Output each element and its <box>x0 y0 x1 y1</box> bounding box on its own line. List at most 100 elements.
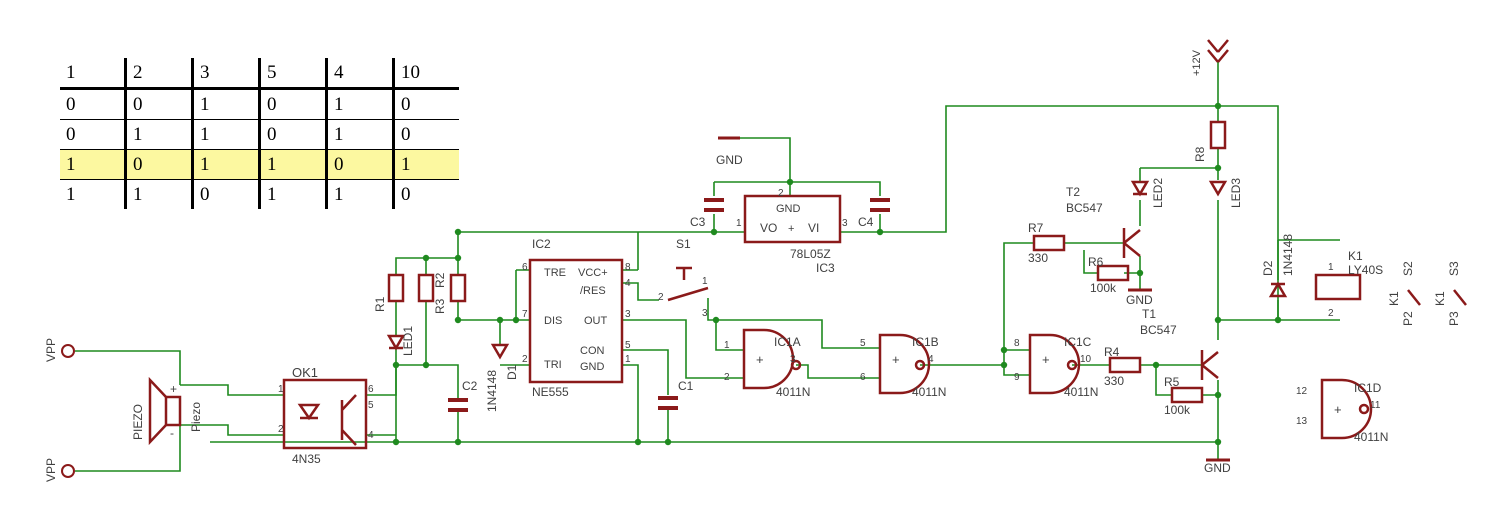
wire-t2 <box>1064 242 1141 290</box>
truth-table-cell: 0 <box>191 179 260 209</box>
label-k1-ref: K1 <box>1348 249 1363 263</box>
junction-dot <box>1000 361 1008 369</box>
label-ok1-p5: 5 <box>368 400 374 411</box>
label-ic2-p2: 2 <box>522 354 528 365</box>
truth-table-cell: 0 <box>124 88 193 120</box>
label-ic1b-p6: 6 <box>860 372 866 383</box>
label-vpp-top: VPP <box>44 338 58 362</box>
label-ic3-val: 78L05Z <box>790 247 831 261</box>
label-ic2-vcc: VCC+ <box>578 267 608 279</box>
label-ic1a-p3: 3 <box>790 354 796 365</box>
label-ic1a-p1: 1 <box>724 340 730 351</box>
c2-capacitor <box>448 398 468 412</box>
label-s2: S2 <box>1401 261 1415 276</box>
junction-dot <box>454 254 462 262</box>
label-c4: C4 <box>858 215 874 229</box>
label-ic2-p1: 1 <box>625 354 631 365</box>
label-s1-p3: 3 <box>702 308 708 319</box>
truth-table-cell: 0 <box>124 149 193 180</box>
label-d2-val: 1N4148 <box>1281 234 1295 276</box>
label-k1-p1: 1 <box>1328 262 1334 273</box>
label-ic1c-p8: 8 <box>1014 338 1020 349</box>
junction-dot <box>454 228 462 236</box>
label-ic2-p5: 5 <box>625 340 631 351</box>
label-ic3-vo: VO <box>760 221 777 235</box>
label-ic1d-p11: 11 <box>1370 400 1381 411</box>
junction-dot <box>1214 102 1222 110</box>
label-ic3-p2: 2 <box>778 188 784 199</box>
junction-dot <box>634 438 642 446</box>
label-r3: R3 <box>433 298 447 314</box>
label-ic2-out: OUT <box>584 315 608 327</box>
label-gnd-top: GND <box>716 153 743 167</box>
label-vpp-bottom: VPP <box>44 458 58 482</box>
wire-gnd-rail <box>210 232 1218 443</box>
wire-ic1a-ic1b <box>796 364 880 379</box>
junction-dot <box>1214 164 1222 172</box>
label-ok1-p1: 1 <box>278 384 284 395</box>
piezo-symbol <box>148 376 182 446</box>
truth-table-cell: 0 <box>392 88 459 120</box>
wire-relay <box>1218 239 1340 321</box>
label-s1-p2: 2 <box>658 292 664 303</box>
label-k1-a: K1 <box>1387 291 1401 306</box>
truth-table-cell: 4 <box>325 58 394 90</box>
junction-dot <box>1214 438 1222 446</box>
wire-vpp <box>75 350 181 472</box>
r7-resistor <box>1032 234 1066 252</box>
label-k1-val: LY40S <box>1348 263 1383 277</box>
label-ic2-dis: DIS <box>544 315 562 327</box>
wire-12v-rail <box>1139 62 1219 460</box>
t2-transistor <box>1122 228 1141 258</box>
label-r6-val: 100k <box>1090 281 1117 295</box>
label-piezo-val: Piezo <box>189 402 203 432</box>
label-ic3-p3: 3 <box>842 218 848 229</box>
components <box>61 39 1467 478</box>
label-gate-plus: + <box>892 352 900 367</box>
label-ic1b-ref: IC1B <box>912 335 939 349</box>
label-ic1b-p5: 5 <box>860 338 866 349</box>
junction-dot <box>392 438 400 446</box>
label-ok1-val: 4N35 <box>292 452 321 466</box>
truth-table-cell: 1 <box>191 88 260 120</box>
label-t1: T1 <box>1142 307 1156 321</box>
label-ic3-gnd: GND <box>776 203 801 215</box>
truth-table-cell: 0 <box>60 88 126 120</box>
wire-ic1c-t1 <box>1072 364 1218 396</box>
truth-table-cell: 10 <box>392 58 459 90</box>
label-r4: R4 <box>1104 345 1120 359</box>
label-piezo-ref: PIEZO <box>131 404 145 440</box>
truth-table-cell: 1 <box>191 119 260 150</box>
truth-table-cell: 0 <box>60 119 126 150</box>
label-gnd-mid: GND <box>1126 293 1153 307</box>
label-ic3-ref: IC3 <box>816 261 835 275</box>
junction-dot <box>454 438 462 446</box>
label-gnd-bottom: GND <box>1204 461 1231 475</box>
ok1-optocoupler <box>282 378 368 450</box>
r5-resistor <box>1170 386 1204 404</box>
truth-table-cell: 1 <box>392 149 459 180</box>
junction-dot <box>1274 316 1282 324</box>
wires <box>75 62 1340 472</box>
label-r1: R1 <box>373 296 387 312</box>
truth-table-cell: 1 <box>325 88 394 120</box>
label-ic2-p3: 3 <box>625 309 631 320</box>
vpp-top-terminal <box>61 344 75 358</box>
label-r5: R5 <box>1164 375 1180 389</box>
label-d1: D1 <box>505 364 519 380</box>
label-ic1b-p4: 4 <box>928 354 934 365</box>
label-ic1a-val: 4011N <box>776 385 810 399</box>
label-piezo-minus: - <box>170 426 174 440</box>
r2-resistor <box>417 273 435 303</box>
ic1d-bubble <box>1358 403 1370 415</box>
truth-table-cell: 1 <box>60 58 126 90</box>
truth-table-cell: 2 <box>124 58 193 90</box>
label-ok1-p2: 2 <box>278 424 284 435</box>
ic3-regulator <box>743 194 842 244</box>
junction-dot <box>454 316 462 324</box>
label-led2: LED2 <box>1151 178 1165 208</box>
